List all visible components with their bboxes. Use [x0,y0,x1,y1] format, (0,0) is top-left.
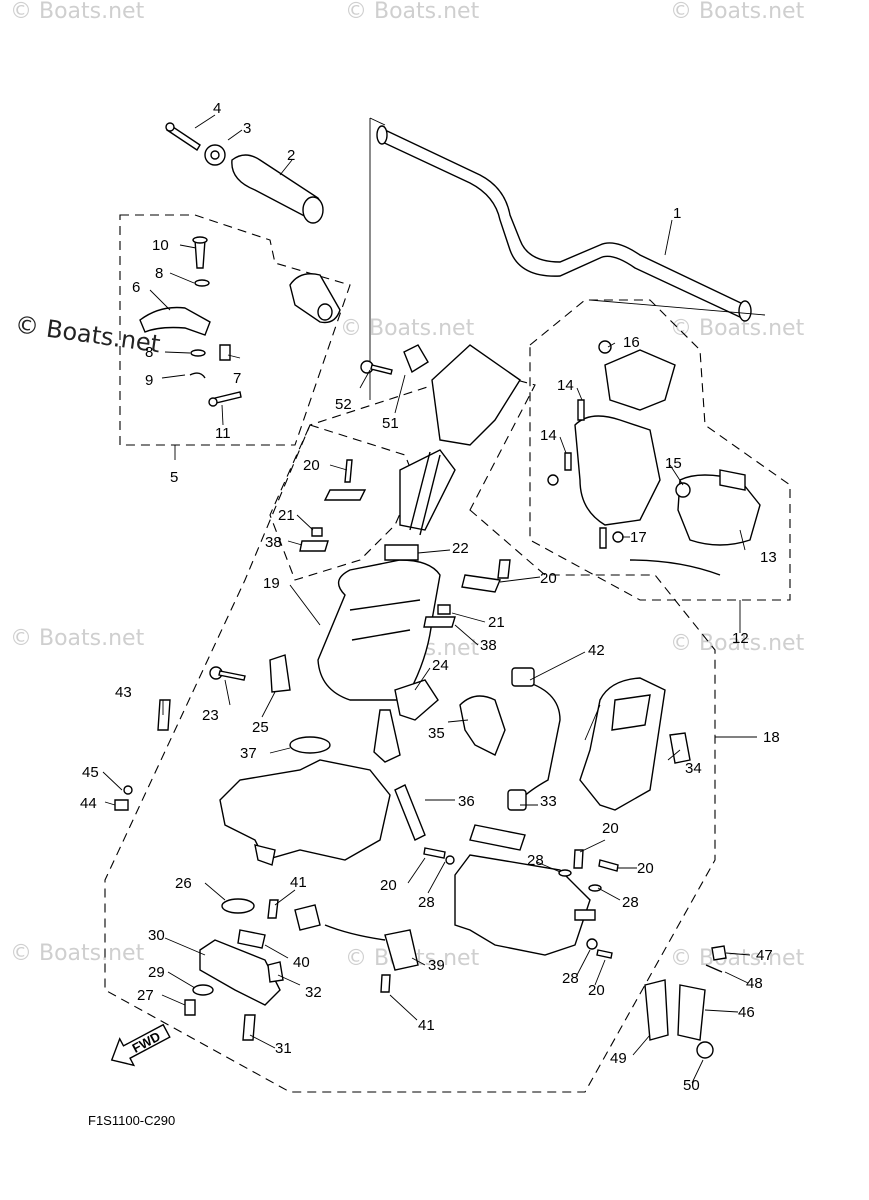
callout-21a: 21 [278,507,295,524]
callout-43: 43 [115,684,132,701]
callout-20f: 20 [588,982,605,999]
switch-box-part-12 [574,340,761,576]
bracket-part-46 [644,945,727,1059]
callout-15: 15 [665,455,682,472]
callout-11: 11 [215,425,231,442]
harness-part-42 [507,667,561,811]
watermark: © Boats.net [10,941,145,966]
callout-23: 23 [202,707,219,724]
callout-29: 29 [148,964,165,981]
watermark: © Boats.net [670,0,805,24]
callout-31: 31 [275,1040,292,1057]
callout-45: 45 [82,764,99,781]
callout-40: 40 [293,954,310,971]
callout-13: 13 [760,549,777,566]
callout-20c: 20 [380,877,397,894]
cover-part-34 [579,677,691,811]
callout-26: 26 [175,875,192,892]
fwd-arrow: FWD [110,1023,171,1067]
watermark: © Boats.net [345,0,480,24]
grip-assembly [165,122,324,224]
callout-4: 4 [213,100,221,117]
watermark: © Boats.net [13,310,162,358]
callout-33: 33 [540,793,557,810]
callout-30: 30 [148,927,165,944]
fasteners [114,344,619,993]
callout-20a: 20 [303,457,320,474]
callout-50: 50 [683,1077,700,1094]
watermark: © Boats.net [670,946,805,971]
callout-20e: 20 [637,860,654,877]
callout-8a: 8 [155,265,163,282]
watermark: © Boats.net [10,0,145,24]
callout-49: 49 [610,1050,627,1067]
callout-17: 17 [630,529,647,546]
callout-8b: 8 [145,344,153,361]
group-12-outline [529,299,791,601]
callout-35: 35 [428,725,445,742]
callout-21b: 21 [488,614,505,631]
callout-3: 3 [243,120,251,137]
callout-36: 36 [458,793,475,810]
lower-steering-housing [219,654,506,866]
callout-25: 25 [252,719,269,736]
callout-12: 12 [732,630,749,647]
callout-37: 37 [240,745,257,762]
steering-column-part-19 [317,344,521,701]
watermark: © Boats.net [670,631,805,656]
callout-18: 18 [763,729,780,746]
callout-34: 34 [685,760,702,777]
callout-24: 24 [432,657,449,674]
watermark: © Boats.net [340,316,475,341]
callout-6: 6 [132,279,140,296]
throttle-lever-assembly [139,236,341,407]
callout-28c: 28 [622,894,639,911]
callout-42: 42 [588,642,605,659]
callout-46: 46 [738,1004,755,1021]
callout-51: 51 [382,415,399,432]
callout-32: 32 [305,984,322,1001]
callout-28d: 28 [562,970,579,987]
callout-20b: 20 [540,570,557,587]
bracket-part-33 [454,824,596,956]
callout-44: 44 [80,795,97,812]
callout-20d: 20 [602,820,619,837]
callout-28b: 28 [527,852,544,869]
watermark: © Boats.net [10,626,145,651]
callout-5: 5 [170,469,178,486]
callout-38b: 38 [480,637,497,654]
callout-22: 22 [452,540,469,557]
callout-2: 2 [287,147,295,164]
callout-16: 16 [623,334,640,351]
leader-lines [102,114,757,1084]
callout-14a: 14 [557,377,574,394]
callout-layer: 1 2 3 4 5 6 7 8 8 9 10 11 12 13 14 14 15… [80,100,780,1094]
fwd-label: FWD [130,1029,163,1056]
callout-41a: 41 [290,874,307,891]
callout-14b: 14 [540,427,557,444]
group-19-outline [269,424,416,581]
callout-48: 48 [746,975,763,992]
callout-10: 10 [152,237,169,254]
callout-41b: 41 [418,1017,435,1034]
watermark: © Boats.net [670,316,805,341]
callout-52: 52 [335,396,352,413]
callout-39: 39 [428,957,445,974]
callout-7: 7 [233,370,241,387]
callout-47: 47 [756,947,773,964]
handlebar-part-1 [369,117,766,400]
callout-9: 9 [145,372,153,389]
callout-38a: 38 [265,534,282,551]
lower-bracket-assembly [184,898,419,1041]
callout-19: 19 [263,575,280,592]
drawing-code: F1S1100-C290 [88,1113,175,1128]
callout-28a: 28 [418,894,435,911]
callout-1: 1 [673,205,681,222]
callout-27: 27 [137,987,154,1004]
